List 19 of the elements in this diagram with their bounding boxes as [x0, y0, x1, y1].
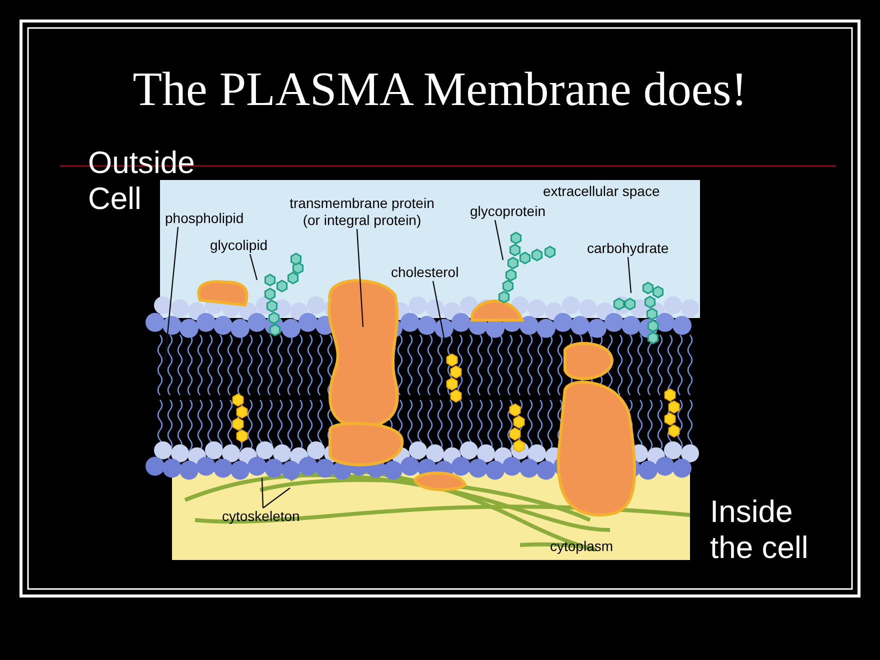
part-label: transmembrane protein (or integral protein) [290, 195, 434, 228]
part-label: phospholipid [165, 210, 244, 226]
leader-line [494, 220, 504, 260]
leader-line [627, 256, 632, 294]
part-label: cholesterol [391, 264, 459, 280]
leader-line [164, 226, 179, 360]
part-label: glycoprotein [470, 203, 546, 219]
leader-line [356, 228, 364, 328]
part-label: cytoskeleton [222, 508, 300, 524]
leader-line [249, 254, 258, 280]
slide-title: The PLASMA Membrane does! [132, 62, 748, 118]
part-label: carbohydrate [587, 240, 669, 256]
leader-line [432, 280, 446, 344]
area-label: cytoplasm [550, 538, 614, 555]
region-label: Inside the cell [710, 494, 810, 566]
part-label: glycolipid [210, 237, 268, 253]
leader-line [261, 478, 264, 508]
area-label: extracellular space [543, 183, 661, 200]
leader-line [262, 488, 290, 508]
